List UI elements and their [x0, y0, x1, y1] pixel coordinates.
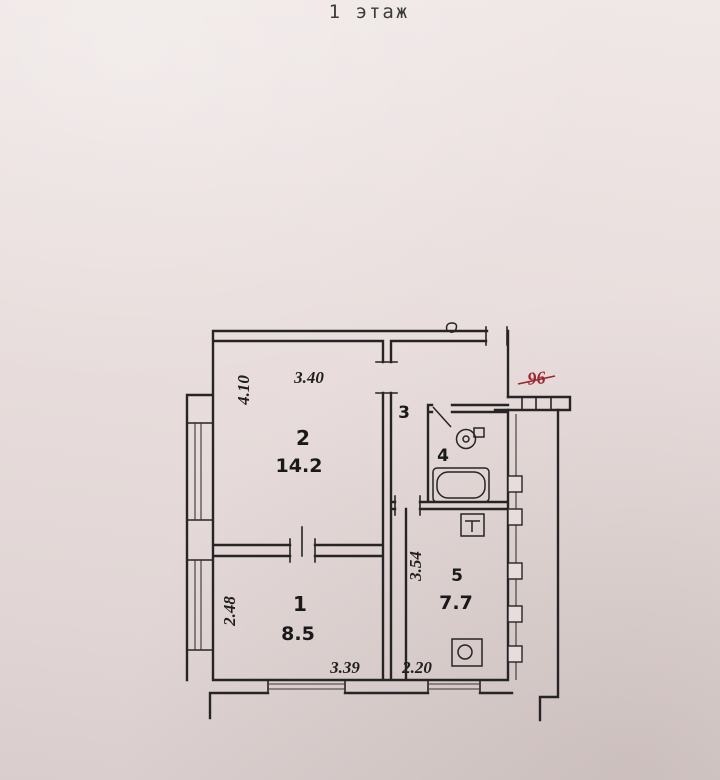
room-3-number: 3	[398, 403, 410, 423]
room-5-area: 7.7	[439, 592, 473, 614]
room-2-number: 2	[296, 426, 310, 450]
room-1-area: 8.5	[281, 623, 315, 645]
windows	[194, 423, 480, 690]
room-2-area: 14.2	[276, 455, 323, 477]
dim-room1-width: 3.39	[329, 658, 360, 677]
dim-room5-depth: 3.54	[406, 551, 425, 582]
dim-room2-width: 3.40	[293, 368, 324, 387]
floor-title: 1 этаж	[328, 1, 410, 23]
scribble-mark	[445, 322, 458, 333]
room-4-number: 4	[437, 446, 449, 466]
bathroom-door-swing	[432, 406, 452, 428]
dim-room2-depth: 4.10	[234, 375, 253, 406]
kitchen-sink-icon	[460, 513, 485, 537]
dim-room1-depth: 2.48	[220, 596, 239, 627]
room-5-number: 5	[451, 566, 463, 586]
sink-icon	[455, 427, 485, 450]
walls	[185, 326, 517, 720]
room-1-number: 1	[293, 592, 307, 616]
stair-landing	[493, 395, 572, 722]
apartment-number-strike	[517, 375, 556, 385]
stove-icon	[451, 638, 483, 667]
radiator-marks	[507, 475, 523, 663]
apartment-number: 96	[527, 367, 547, 388]
bathtub-icon	[432, 467, 490, 503]
apartment-number-mark: 96	[517, 367, 556, 389]
dim-room5-width: 2.20	[401, 658, 432, 677]
